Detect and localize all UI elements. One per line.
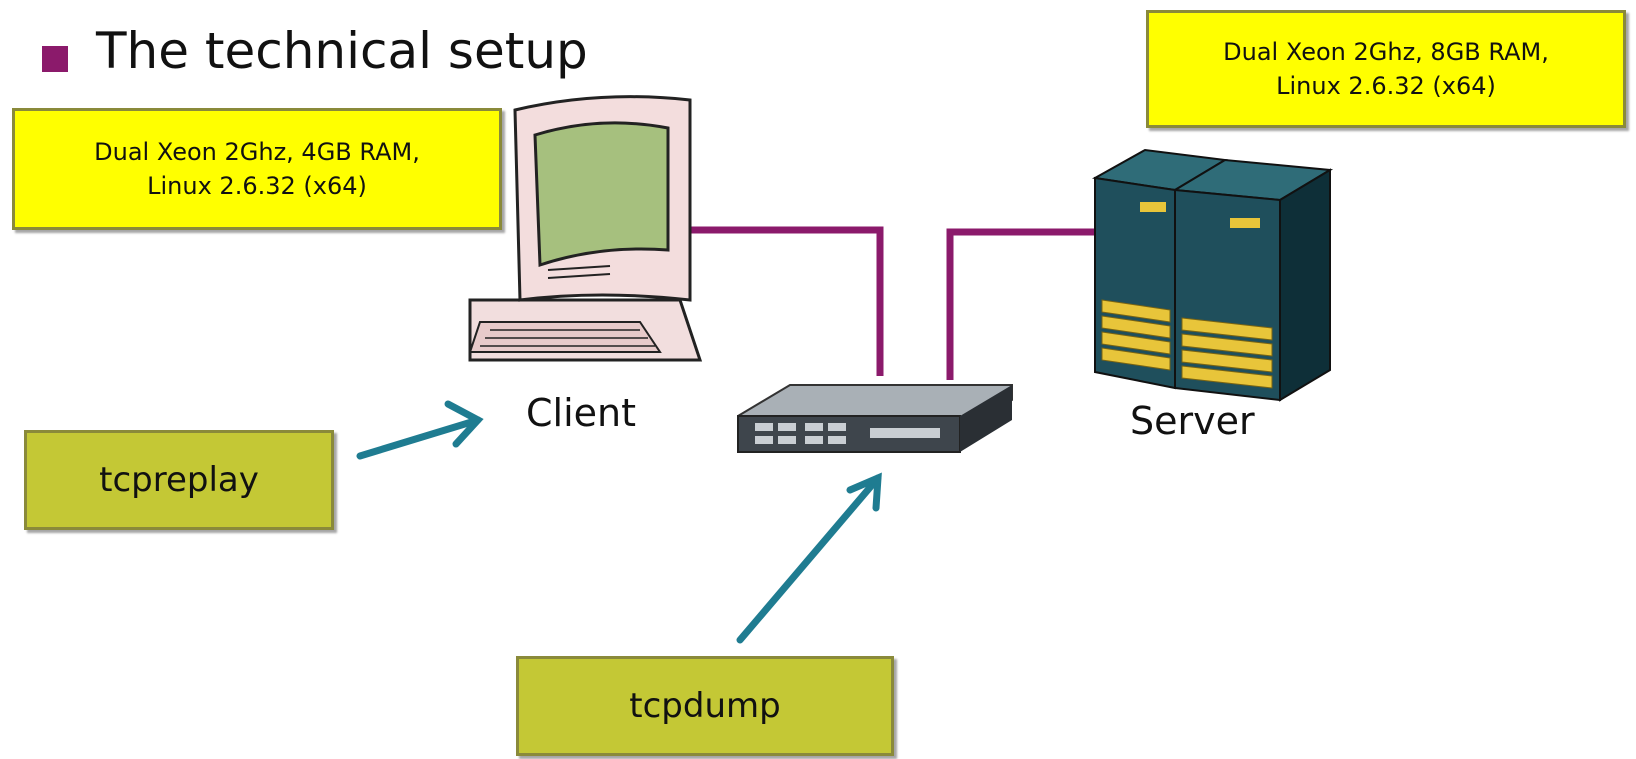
tcpreplay-box: tcpreplay <box>24 430 334 530</box>
tcpreplay-arrow <box>356 416 482 460</box>
server-spec-box: Dual Xeon 2Ghz, 8GB RAM, Linux 2.6.32 (x… <box>1146 10 1626 128</box>
title-bullet <box>42 46 68 72</box>
client-label: Client <box>526 391 637 435</box>
annotation-arrows <box>356 400 882 644</box>
client-spec-box: Dual Xeon 2Ghz, 4GB RAM, Linux 2.6.32 (x… <box>12 108 502 230</box>
slide-heading: The technical setup <box>96 22 588 80</box>
server-spec-text: Dual Xeon 2Ghz, 8GB RAM, Linux 2.6.32 (x… <box>1223 38 1549 100</box>
server-cable <box>946 228 1098 380</box>
client-cable <box>660 226 884 376</box>
client-computer-icon <box>468 95 703 362</box>
server-label: Server <box>1130 399 1255 443</box>
client-spec-text: Dual Xeon 2Ghz, 4GB RAM, Linux 2.6.32 (x… <box>94 138 420 200</box>
switch-appliance-icon <box>737 384 1013 453</box>
tcpdump-box: tcpdump <box>516 656 894 756</box>
server-rack-icon <box>1091 148 1334 402</box>
network-cables <box>660 226 1098 380</box>
tcpdump-arrow <box>736 474 882 644</box>
